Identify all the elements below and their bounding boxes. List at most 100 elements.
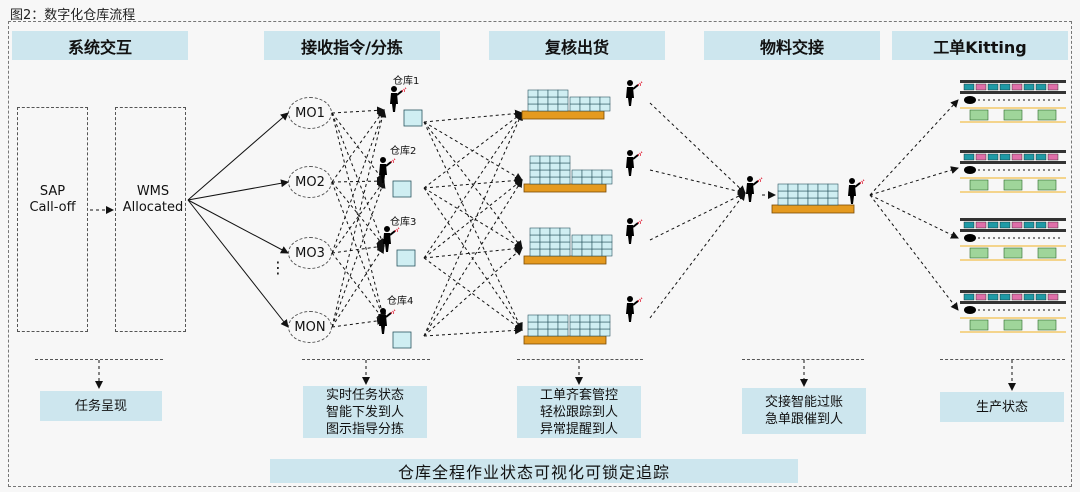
- sap-label: SAP Call-off: [17, 184, 88, 216]
- stage-material-handover: 物料交接: [704, 31, 880, 60]
- kitting-station: [960, 218, 1066, 261]
- separator-line: [940, 359, 1065, 360]
- review-to-handover-arrow: [649, 102, 746, 194]
- separator-line: [35, 359, 163, 360]
- info-line: 任务呈现: [74, 398, 127, 414]
- review-worker: [625, 79, 643, 107]
- mo-node: MO2: [288, 166, 332, 198]
- mo-node: MON: [288, 311, 332, 343]
- wms-to-mo-arrow: [187, 179, 289, 201]
- info-line: 智能下发到人: [325, 404, 404, 420]
- review-worker: [625, 149, 643, 177]
- warehouse-to-review-arrow: [423, 247, 523, 337]
- info-line: 图示指导分拣: [325, 421, 404, 437]
- warehouse-to-review-arrow: [423, 187, 523, 331]
- picker-worker: [389, 85, 407, 113]
- stage-system-interaction: 系统交互: [12, 31, 188, 60]
- kitting-station: [960, 150, 1066, 193]
- stage-receive-sort: 接收指令/分拣: [264, 31, 440, 60]
- info-box-task: 任务呈现: [40, 391, 162, 421]
- warehouse-label: 仓库3: [390, 217, 417, 228]
- wms-label: WMS Allocated: [115, 184, 191, 216]
- kitting-station: [960, 290, 1066, 333]
- info-box-handover: 交接智能过账 急单跟催到人: [742, 388, 866, 434]
- mo-to-warehouse-arrow: [331, 177, 385, 186]
- warehouse-to-review-arrow: [423, 112, 523, 189]
- mo-to-warehouse-arrow: [331, 109, 387, 328]
- info-line: 实时任务状态: [325, 387, 404, 403]
- review-to-handover-arrow: [649, 192, 746, 319]
- mo-to-warehouse-arrow: [331, 109, 386, 254]
- info-box-production: 生产状态: [940, 392, 1064, 422]
- warehouse-to-review-arrow: [423, 176, 523, 189]
- warehouse-to-review-arrow: [423, 244, 523, 259]
- picked-box: [396, 249, 416, 267]
- warehouse-to-review-arrow: [423, 187, 523, 249]
- review-to-handover-arrow: [649, 192, 746, 241]
- review-worker: [625, 295, 643, 323]
- mo-to-warehouse-arrow: [331, 181, 386, 321]
- mo-to-warehouse-arrow: [331, 245, 385, 328]
- handover-cart: [771, 183, 855, 214]
- sap-label-line1: SAP: [39, 184, 66, 199]
- sap-label-line2: Call-off: [29, 200, 76, 215]
- picker-worker: [378, 156, 396, 184]
- stage-review-ship: 复核出货: [489, 31, 665, 60]
- info-line: 生产状态: [975, 399, 1028, 415]
- warehouse-to-review-arrow: [423, 109, 523, 123]
- info-line: 工单齐套管控: [539, 387, 618, 403]
- info-line: 异常提醒到人: [539, 421, 618, 437]
- figure-title: 图2：数字化仓库流程: [10, 8, 136, 23]
- wms-to-mo-arrow: [187, 199, 289, 328]
- picked-box: [392, 331, 412, 349]
- wms-to-mo-arrow: [187, 112, 289, 201]
- picked-box: [392, 180, 412, 198]
- warehouse-to-review-arrow: [423, 112, 523, 337]
- warehouse-to-review-arrow: [423, 179, 523, 337]
- info-box-review: 工单齐套管控 轻松跟踪到人 异常提醒到人: [517, 386, 641, 438]
- handover-receiver-worker: [745, 175, 763, 203]
- handover-to-kitting-arrow: [869, 99, 959, 196]
- warehouse-label: 仓库2: [390, 146, 417, 157]
- warehouse-label: 仓库4: [387, 296, 414, 307]
- separator-line: [302, 359, 430, 360]
- warehouse-to-review-arrow: [423, 121, 523, 331]
- mo-to-warehouse-arrow: [331, 109, 385, 183]
- kitting-station: [960, 80, 1066, 123]
- stage-work-order-kitting: 工单Kitting: [892, 31, 1068, 60]
- info-line: 轻松跟踪到人: [539, 404, 618, 420]
- warehouse-to-review-arrow: [423, 257, 523, 331]
- mo-to-warehouse-arrow: [331, 112, 386, 247]
- warehouse-to-review-arrow: [423, 112, 523, 259]
- info-line: 急单跟催到人: [764, 412, 843, 427]
- mo-to-warehouse-arrow: [331, 106, 385, 115]
- review-pallet: [523, 155, 613, 193]
- picked-box: [403, 109, 423, 127]
- mo-to-warehouse-arrow: [331, 180, 385, 254]
- picker-worker: [378, 307, 396, 335]
- outer-frame: [8, 21, 1072, 487]
- wms-box: [115, 107, 186, 332]
- info-line: 交接智能过账: [764, 395, 843, 410]
- warehouse-to-review-arrow: [423, 326, 523, 337]
- mo-to-warehouse-arrow: [331, 316, 385, 328]
- separator-line: [517, 359, 643, 360]
- mo-to-warehouse-arrow: [331, 112, 385, 182]
- review-worker: [625, 217, 643, 245]
- mo-node: MO1: [288, 97, 332, 129]
- wms-label-line2: Allocated: [122, 200, 184, 215]
- mo-to-warehouse-arrow: [331, 181, 385, 247]
- handover-worker: [847, 177, 865, 205]
- separator-line: [742, 359, 864, 360]
- handover-to-kitting-arrow: [869, 166, 959, 196]
- sap-box: [17, 107, 88, 332]
- info-box-sorting: 实时任务状态 智能下发到人 图示指导分拣: [303, 386, 427, 438]
- mo-node: MO3: [288, 237, 332, 269]
- warehouse-label: 仓库1: [393, 76, 420, 87]
- wms-to-mo-arrow: [187, 199, 289, 254]
- review-to-handover-arrow: [649, 169, 746, 196]
- handover-to-kitting-arrow: [869, 194, 959, 239]
- review-pallet: [523, 227, 613, 265]
- mo-ellipsis: ⋮: [270, 258, 286, 277]
